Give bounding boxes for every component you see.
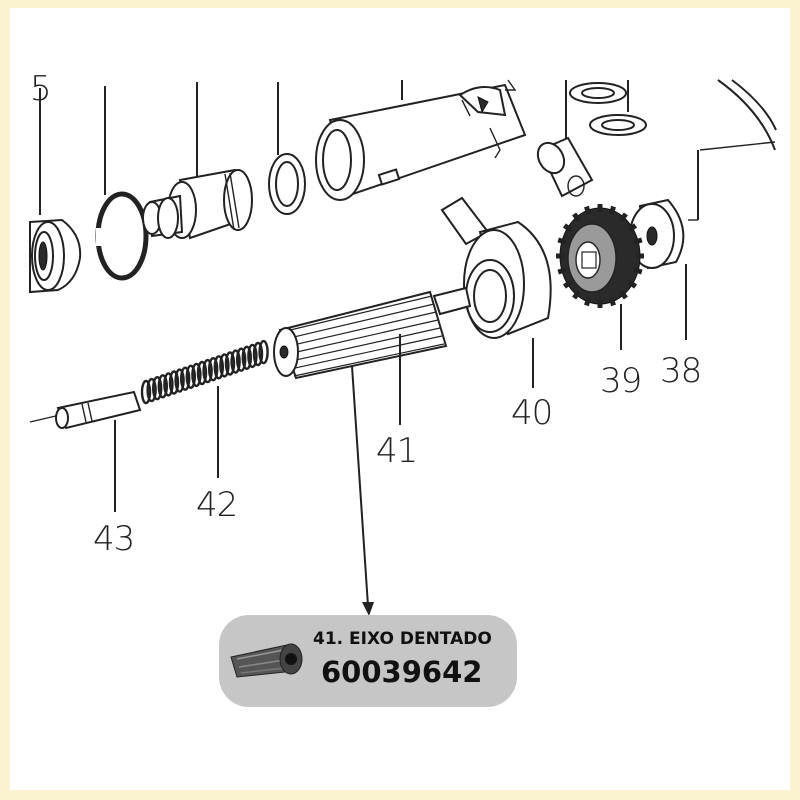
gear-tooth xyxy=(584,205,592,215)
spline-groove xyxy=(281,295,433,333)
spring-coil xyxy=(252,341,264,367)
roller-pin xyxy=(536,80,594,198)
spline-groove xyxy=(289,327,441,362)
callout-part-code: 60039642 xyxy=(321,655,483,689)
spring-coil xyxy=(258,339,269,365)
label-part-42: 42 xyxy=(196,485,237,525)
spring-coil xyxy=(191,362,202,388)
spring-coil xyxy=(241,345,253,370)
gear-tooth xyxy=(584,297,592,307)
gear-tooth xyxy=(608,297,616,307)
gear-tooth xyxy=(627,279,638,289)
snap-ring xyxy=(95,86,149,281)
spring-coil xyxy=(168,370,180,395)
callout-part-name: 41. EIXO DENTADO xyxy=(313,629,492,649)
spring-coil xyxy=(174,368,185,393)
gear-tooth xyxy=(557,267,567,275)
spring-coil xyxy=(140,379,152,405)
spline-groove xyxy=(291,335,443,370)
part-43-pin xyxy=(29,390,142,512)
washer-ring xyxy=(268,82,306,215)
label-part-41: 41 xyxy=(376,431,417,471)
spring-coil xyxy=(163,372,174,397)
gear-tooth xyxy=(572,212,581,222)
spring-coil xyxy=(213,355,225,380)
label-part-40: 40 xyxy=(511,393,552,433)
gear-tooth xyxy=(572,290,581,300)
gear-tooth xyxy=(562,279,573,289)
splined-shaft-icon xyxy=(230,643,303,678)
gear-tooth xyxy=(619,212,628,222)
label-part-39: 39 xyxy=(600,361,641,401)
spring-coil xyxy=(235,347,247,372)
part-39-gear xyxy=(556,204,644,350)
spring-coil xyxy=(224,351,236,376)
cylinder-sleeve xyxy=(315,79,527,201)
spline-groove xyxy=(293,343,445,377)
label-part-5: 5 xyxy=(30,69,51,109)
spring-coil xyxy=(179,366,191,391)
spring-coil xyxy=(185,364,197,389)
part-40-bearing-housing xyxy=(440,196,552,388)
label-part-43: 43 xyxy=(93,519,134,559)
spline-groove xyxy=(287,319,439,355)
part-42-spring xyxy=(140,339,269,478)
spring-coil xyxy=(151,376,163,401)
gear-tooth xyxy=(562,223,573,233)
spring-coil xyxy=(219,353,230,378)
flat-washers xyxy=(569,80,647,136)
part-38-spacer xyxy=(629,150,699,340)
spring-coil xyxy=(202,358,213,384)
spline-groove xyxy=(285,311,437,348)
gear-tooth xyxy=(619,290,628,300)
part-callout-box: 41. EIXO DENTADO 60039642 xyxy=(219,615,517,707)
gear-tooth xyxy=(608,205,616,215)
part-41-splined-shaft xyxy=(273,286,472,425)
piston-plug xyxy=(142,82,253,240)
callout-arrow xyxy=(351,365,374,616)
gear-tooth xyxy=(633,267,643,275)
part-5-bushing xyxy=(29,88,82,294)
label-part-38: 38 xyxy=(660,351,701,391)
gear-tooth xyxy=(633,237,643,245)
gear-tooth xyxy=(557,237,567,245)
spring-coil xyxy=(207,357,219,382)
gear-tooth xyxy=(627,223,638,233)
spline-groove xyxy=(283,303,435,340)
spring-coil xyxy=(196,360,208,386)
housing-outline xyxy=(699,79,777,151)
spring-coil xyxy=(146,377,157,403)
spring-coil xyxy=(230,349,241,374)
spring-coil xyxy=(157,374,169,399)
spring-coil xyxy=(247,343,258,369)
